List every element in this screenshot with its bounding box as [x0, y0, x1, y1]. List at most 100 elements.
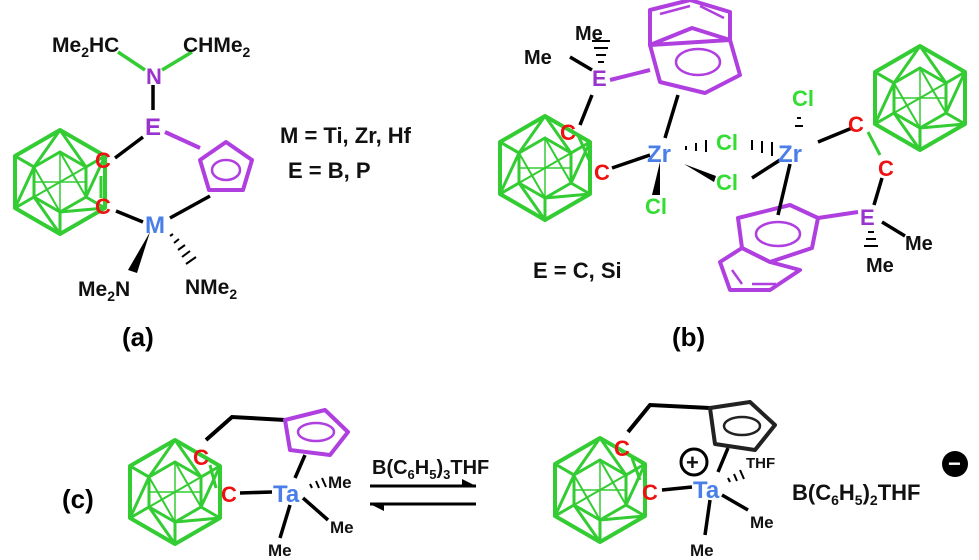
- nme2-left: Me2N: [78, 278, 130, 304]
- equilibrium-arrows: [370, 479, 476, 511]
- bond-ta-me-c4: [703, 499, 712, 536]
- anion-charge: −: [948, 451, 961, 476]
- atom-cl-bridge1: Cl: [716, 130, 738, 155]
- panel-b: Me Me E C C Zr Zr Cl Cl Cl Cl C C E Me M…: [498, 0, 967, 352]
- n-substituent-right: CHMe2: [183, 34, 251, 60]
- cp-ring-c1: [283, 408, 350, 457]
- atom-c1: C: [95, 148, 111, 173]
- methyl-b4: Me: [866, 255, 894, 277]
- methyl-c5: Me: [690, 541, 714, 560]
- definition-e: E = B, P: [288, 158, 371, 183]
- bond-e-me3: [881, 220, 906, 238]
- panel-a: Me2HC CHMe2 N E C C M Me2N NMe2 M = Ti, …: [13, 34, 412, 352]
- bond-e-ring: [164, 130, 201, 150]
- atom-cl-term1: Cl: [645, 194, 667, 219]
- bond-n-right: [161, 50, 193, 72]
- atom-c2: C: [95, 194, 111, 219]
- methyl-c2: Me: [330, 518, 354, 537]
- atom-c-c1: C: [193, 445, 209, 470]
- atom-zr-b1: Zr: [647, 141, 671, 168]
- bond-c-c-c1: [208, 464, 218, 489]
- hash-ta-me-c1: [309, 477, 327, 489]
- atom-c-c2: C: [221, 482, 237, 507]
- atom-e-b2: E: [860, 205, 875, 230]
- carborane-cage-b2: [873, 44, 967, 152]
- atom-c-c3: C: [614, 436, 630, 461]
- bond-ta-me-c5: [721, 493, 749, 512]
- methyl-c4: Me: [750, 513, 774, 532]
- methyl-c3: Me: [268, 541, 292, 560]
- hash-bond-e-me4: [864, 231, 878, 247]
- bond-c-e-b1: [578, 94, 594, 126]
- atom-zr-b2: Zr: [778, 141, 802, 168]
- hash-bond-m-n: [169, 233, 197, 265]
- bond-ta-cp-c1: [293, 454, 307, 479]
- bond-zr-c-b2: [817, 126, 853, 144]
- wedge-zr-cl-b1: [652, 162, 660, 195]
- bond-c-c-b2: [866, 131, 882, 156]
- bond-c-ta-c2: [661, 485, 693, 492]
- nme2-right: NMe2: [185, 276, 237, 302]
- atom-m: M: [145, 212, 165, 239]
- bond-c-m: [115, 209, 144, 224]
- atom-ta-c2: Ta: [693, 477, 720, 504]
- panel-c: (c) C C Ta Me Me Me B(C6H5)3THF C C Ta +…: [62, 400, 968, 560]
- atom-cl-bridge2: Cl: [716, 170, 738, 195]
- definition-m: M = Ti, Zr, Hf: [280, 123, 412, 148]
- cation-charge-circle: [679, 447, 709, 477]
- bond-c-c-b1: [576, 134, 592, 163]
- panel-label-b: (b): [672, 322, 705, 352]
- bond-c-e-b2: [872, 177, 884, 206]
- bond-zr-ind-b2: [776, 163, 792, 216]
- cp-ring-a: [198, 140, 254, 192]
- hash-cl-zr-bridge1: [751, 140, 773, 156]
- indenyl-ring-b2: [718, 203, 820, 292]
- atom-e-b1: E: [592, 66, 607, 91]
- bond-c-zr-b1: [611, 153, 651, 170]
- panel-label-c: (c): [62, 484, 94, 514]
- methyl-c1: Me: [328, 473, 352, 492]
- bond-ta-me-c1: [278, 504, 292, 539]
- thf-ligand: THF: [746, 455, 775, 472]
- bond-zr-ind-b1: [663, 94, 680, 139]
- linker-c1: [204, 414, 286, 442]
- carborane-cage-b1: [498, 114, 592, 222]
- atom-c-c4: C: [642, 480, 658, 505]
- hash-ta-thf: [727, 469, 745, 483]
- atom-c-b3: C: [848, 112, 864, 137]
- panel-label-a: (a): [122, 322, 154, 352]
- atom-c-b1: C: [560, 120, 576, 145]
- atom-c-b2: C: [594, 160, 610, 185]
- linker-c2: [626, 402, 711, 434]
- bond-n-left: [117, 50, 146, 72]
- wedge-bond-m-n: [128, 232, 150, 273]
- bond-ta-cp-c2: [716, 447, 730, 473]
- reagent-label: B(C6H5)3THF: [372, 457, 489, 482]
- anion-label: B(C6H5)2THF: [792, 480, 920, 508]
- indenyl-ring-b1: [648, 0, 742, 95]
- atom-ta-c1: Ta: [273, 481, 300, 508]
- hash-zr-cl-bridge1: [685, 140, 707, 152]
- bond-ind-e-b2: [817, 210, 859, 220]
- bond-e-ind-b1: [609, 68, 651, 82]
- bond-ta-me-c2: [301, 496, 330, 522]
- bond-m-ring: [169, 194, 211, 220]
- methyl-b2: Me: [524, 47, 552, 69]
- atom-c-b4: C: [878, 156, 894, 181]
- n-substituent-left: Me2HC: [52, 34, 119, 60]
- methyl-b3: Me: [905, 233, 933, 255]
- wedge-zr-cl-bridge2: [684, 164, 716, 182]
- bond-c-e: [113, 135, 145, 160]
- atom-cl-term2: Cl: [792, 86, 814, 111]
- cation-charge: +: [686, 450, 699, 475]
- methyl-b1: Me: [575, 23, 603, 45]
- bond-c-c-c2: [630, 457, 642, 481]
- bond-c-ta-c1: [239, 490, 273, 495]
- definition-e-b: E = C, Si: [533, 258, 622, 283]
- atom-e: E: [145, 114, 161, 141]
- carborane-cage-a: [13, 128, 107, 236]
- atom-n: N: [146, 64, 162, 89]
- bond-cl-zr-bridge2: [751, 158, 781, 180]
- cp-ring-c2: [708, 400, 777, 452]
